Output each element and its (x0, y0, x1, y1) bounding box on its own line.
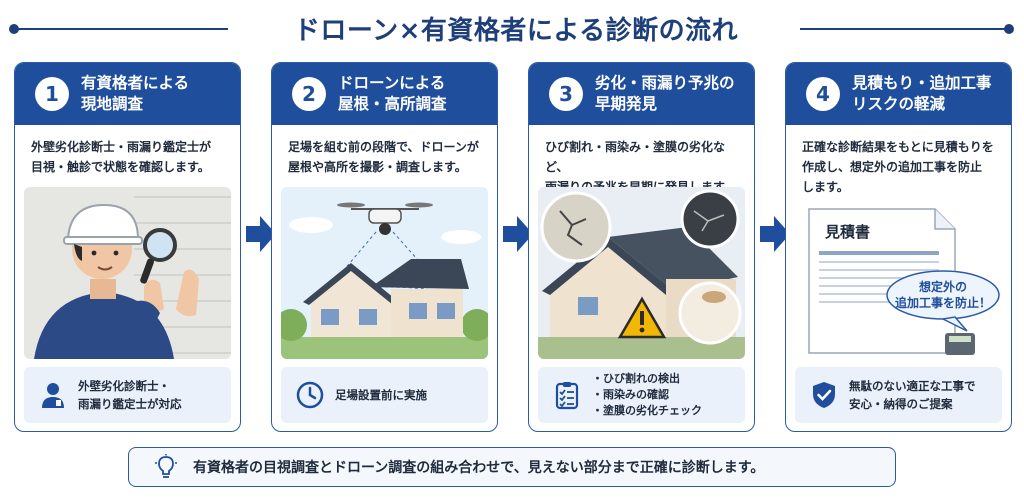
checklist-icon (555, 382, 579, 410)
damage-detection-illustration (538, 187, 745, 359)
step-description-1: 外壁劣化診断士・雨漏り鑑定士が 目視・触診で状態を確認します。 (15, 125, 240, 187)
step-card-4: 4 見積もり・追加工事 リスクの軽減 正確な診断結果をもとに見積もりを 作成し、… (785, 62, 1012, 432)
arrow-right-icon (246, 216, 276, 252)
foot-line: 雨漏り鑑定士が対応 (78, 397, 182, 411)
list-item: 雨染みの確認 (592, 387, 702, 403)
estimate-doc-title: 見積書 (825, 223, 871, 241)
list-item: ひび割れの検出 (592, 371, 702, 387)
step-number-2: 2 (292, 77, 326, 111)
desc-line: します。 (802, 180, 849, 194)
step-description-3: ひび割れ・雨染み・塗膜の劣化など、 雨漏りの予兆を早期に発見します。 (529, 125, 754, 194)
desc-line: 屋根や高所を撮影・調査します。 (288, 160, 467, 174)
step-heading-line: 有資格者による (81, 74, 190, 92)
title-row: ドローン×有資格者による診断の流れ (0, 6, 1024, 46)
step-number-4: 4 (806, 77, 840, 111)
desc-line: 目視・触診で状態を確認します。 (31, 160, 210, 174)
step-header-3: 3 劣化・雨漏り予兆の 早期発見 (529, 63, 754, 125)
step-footer-list-3: ひび割れの検出 雨染みの確認 塗膜の劣化チェック (592, 371, 702, 419)
desc-line: ひび割れ・雨染み・塗膜の劣化など、 (545, 140, 726, 174)
step-heading-line: 劣化・雨漏り予兆の (595, 74, 735, 92)
list-item: 塗膜の劣化チェック (592, 403, 702, 419)
arrow-right-icon (503, 216, 533, 252)
step-description-2: 足場を組む前の段階で、ドローンが 屋根や高所を撮影・調査します。 (272, 125, 497, 187)
step-heading-3: 劣化・雨漏り予兆の 早期発見 (595, 73, 735, 115)
estimate-document-illustration: 見積書 想定外の 追加工事を防止！ (795, 203, 1002, 359)
step-heading-line: 早期発見 (595, 95, 658, 113)
step-header-4: 4 見積もり・追加工事 リスクの軽減 (786, 63, 1011, 125)
lightbulb-icon (155, 454, 177, 478)
drone-house-illustration (281, 187, 488, 359)
desc-line: 外壁劣化診断士・雨漏り鑑定士が (31, 140, 212, 154)
step-card-1: 1 有資格者による 現地調査 外壁劣化診断士・雨漏り鑑定士が 目視・触診で状態を… (14, 62, 241, 432)
inspector-illustration (24, 187, 231, 359)
step-header-2: 2 ドローンによる 屋根・高所調査 (272, 63, 497, 125)
step-footer-2: 足場設置前に実施 (281, 367, 488, 423)
title-dot-right (1004, 24, 1014, 34)
title-line-left (14, 28, 228, 30)
step-footer-4: 無駄のない適正な工事で 安心・納得のご提案 (795, 367, 1002, 423)
foot-line: 足場設置前に実施 (335, 388, 427, 402)
step-heading-line: ドローンによる (338, 74, 446, 92)
step-number-1: 1 (35, 77, 69, 111)
step-heading-2: ドローンによる 屋根・高所調査 (338, 73, 447, 115)
step-heading-line: 見積もり・追加工事 (852, 74, 992, 92)
desc-line: 作成し、想定外の追加工事を防止 (802, 160, 983, 174)
shield-check-icon (813, 382, 835, 408)
step-header-1: 1 有資格者による 現地調査 (15, 63, 240, 125)
step-card-3: 3 劣化・雨漏り予兆の 早期発見 ひび割れ・雨染み・塗膜の劣化など、 雨漏りの予… (528, 62, 755, 432)
title-line-right (800, 28, 1005, 30)
step-footer-1: 外壁劣化診断士・ 雨漏り鑑定士が対応 (24, 367, 231, 423)
step-number-3: 3 (549, 77, 583, 111)
arrow-right-icon (760, 216, 790, 252)
clock-icon (296, 381, 324, 409)
page-title: ドローン×有資格者による診断の流れ (293, 16, 739, 46)
foot-line: 無駄のない適正な工事で (849, 379, 976, 393)
summary-bar: 有資格者の目視調査とドローン調査の組み合わせで、見えない部分まで正確に診断します… (128, 447, 896, 487)
speech-bubble: 想定外の 追加工事を防止！ (887, 279, 999, 311)
step-heading-line: 現地調査 (81, 95, 144, 113)
desc-line: 足場を組む前の段階で、ドローンが (288, 140, 479, 154)
step-footer-text-2: 足場設置前に実施 (335, 386, 427, 404)
step-heading-1: 有資格者による 現地調査 (81, 73, 189, 115)
foot-line: 外壁劣化診断士・ (78, 379, 170, 393)
desc-line: 正確な診断結果をもとに見積もりを (802, 140, 994, 154)
foot-line: 安心・納得のご提案 (849, 397, 953, 411)
step-card-2: 2 ドローンによる 屋根・高所調査 足場を組む前の段階で、ドローンが 屋根や高所… (271, 62, 498, 432)
step-heading-4: 見積もり・追加工事 リスクの軽減 (852, 73, 992, 115)
step-footer-text-1: 外壁劣化診断士・ 雨漏り鑑定士が対応 (78, 377, 182, 413)
summary-text: 有資格者の目視調査とドローン調査の組み合わせで、見えない部分まで正確に診断します… (193, 460, 765, 476)
step-heading-line: 屋根・高所調査 (338, 95, 447, 113)
bubble-line: 想定外の (918, 280, 967, 294)
person-icon (42, 383, 64, 408)
step-description-4: 正確な診断結果をもとに見積もりを 作成し、想定外の追加工事を防止 します。 (786, 125, 1011, 194)
step-footer-3: ひび割れの検出 雨染みの確認 塗膜の劣化チェック (538, 367, 745, 423)
bubble-line: 追加工事を防止！ (894, 296, 991, 310)
step-footer-text-4: 無駄のない適正な工事で 安心・納得のご提案 (849, 377, 976, 413)
step-heading-line: リスクの軽減 (852, 95, 946, 113)
